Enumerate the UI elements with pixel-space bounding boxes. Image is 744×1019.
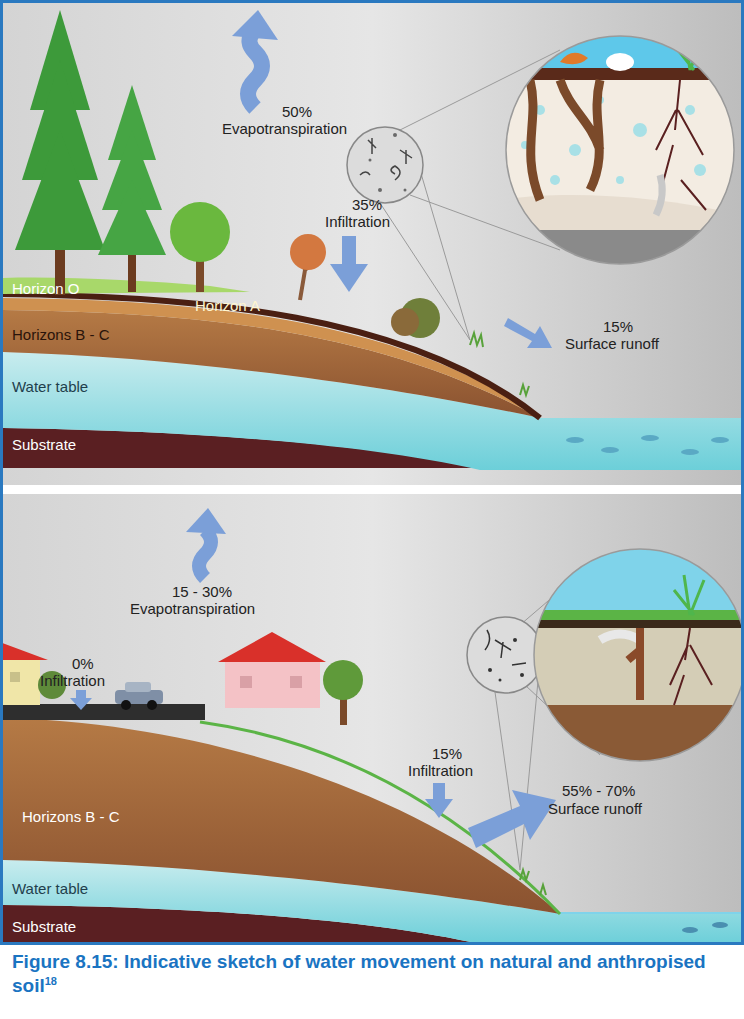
caption-text: Figure 8.15: Indicative sketch of water … (12, 951, 706, 996)
percent-label: 50% (282, 103, 312, 120)
flow-label: Surface runoff (565, 335, 659, 352)
horizon-label: Horizons B - C (12, 326, 110, 343)
percent-label: 15% (603, 318, 633, 335)
flow-label: Evapotranspiration (222, 120, 347, 137)
layer-label: Water table (12, 880, 88, 897)
flow-label: Infiltration (408, 762, 473, 779)
horizon-label: Horizon A (195, 297, 260, 314)
flow-label: Evapotranspiration (130, 600, 255, 617)
footnote-number: 18 (45, 975, 57, 987)
percent-label: 15% (432, 745, 462, 762)
figure-caption: Figure 8.15: Indicative sketch of water … (12, 950, 727, 998)
percent-label: 35% (352, 196, 382, 213)
percent-label: 55% - 70% (562, 782, 635, 799)
flow-label: Infiltration (40, 672, 105, 689)
percent-label: 0% (72, 655, 94, 672)
percent-label: 15 - 30% (172, 583, 232, 600)
flow-label: Surface runoff (548, 800, 642, 817)
horizon-label: Horizon O (12, 280, 80, 297)
layer-label: Substrate (12, 436, 76, 453)
layer-label: Water table (12, 378, 88, 395)
layer-label: Substrate (12, 918, 76, 935)
flow-label: Infiltration (325, 213, 390, 230)
horizon-label: Horizons B - C (22, 808, 120, 825)
